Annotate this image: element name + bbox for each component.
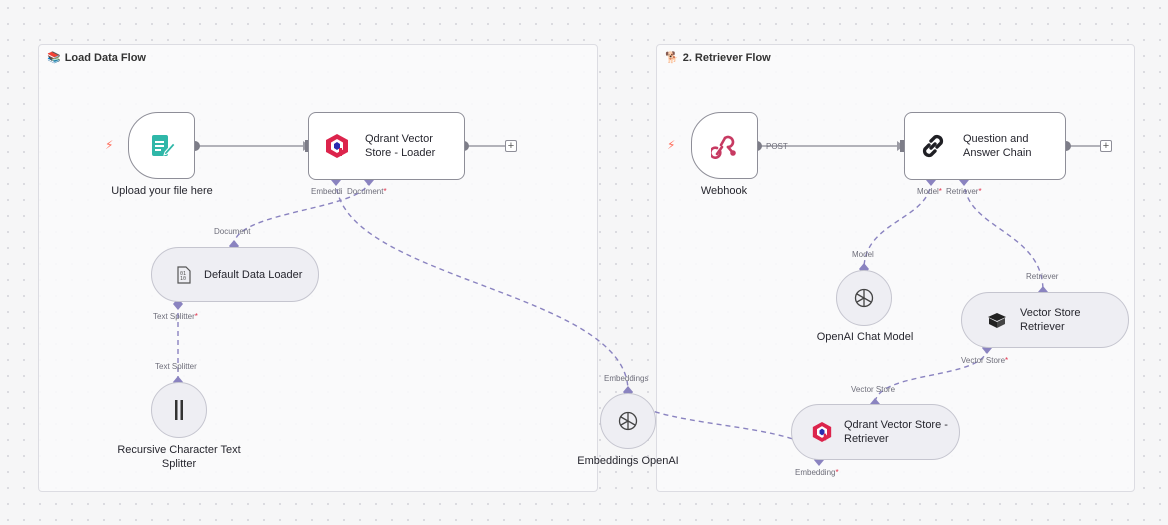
- port-label-embedding: Embeddi: [311, 187, 343, 196]
- group-title-text: 2. Retriever Flow: [682, 51, 771, 64]
- port-label-post: POST: [766, 142, 788, 151]
- box-icon: [986, 311, 1008, 329]
- group-title: 🐕 2. Retriever Flow: [665, 51, 771, 65]
- webhook-icon: [710, 133, 739, 159]
- port-label-embeddings-out: Embeddings: [604, 374, 649, 383]
- split-icon: [172, 399, 186, 421]
- add-node-button[interactable]: +: [1100, 140, 1112, 152]
- node-label: Qdrant Vector Store - Loader: [365, 133, 436, 159]
- port-label-model-in: Model: [852, 250, 874, 259]
- group-title: 📚 Load Data Flow: [47, 51, 146, 65]
- port-label-embedding-in: Embedding*: [795, 468, 839, 477]
- dog-icon: 🐕: [665, 52, 679, 64]
- text-splitter-node[interactable]: [151, 382, 207, 438]
- openai-chat-model-node[interactable]: [836, 270, 892, 326]
- node-label-upload: Upload your file here: [111, 185, 213, 197]
- node-label-chat-model: OpenAI Chat Model: [816, 331, 914, 343]
- port-label-retriever: Retriever*: [946, 187, 982, 196]
- binary-file-icon: 01 10: [176, 265, 192, 284]
- port-label-document: Document*: [347, 187, 387, 196]
- port-label-model: Model*: [917, 187, 942, 196]
- port-label-text-splitter-in: Text Splitter: [155, 362, 197, 371]
- add-node-button[interactable]: +: [505, 140, 517, 152]
- node-label: Qdrant Vector Store - Retriever: [844, 419, 948, 445]
- vector-store-retriever-node[interactable]: Vector Store Retriever: [961, 292, 1129, 348]
- trigger-bolt-icon: ⚡: [667, 138, 676, 152]
- port-label-text-splitter: Text Splitter*: [153, 312, 198, 321]
- node-label: Default Data Loader: [204, 268, 303, 281]
- openai-icon: [617, 410, 639, 432]
- question-answer-chain-node[interactable]: Question and Answer Chain: [904, 112, 1066, 180]
- form-icon: [149, 132, 175, 160]
- svg-text:10: 10: [180, 276, 186, 282]
- svg-text:01: 01: [180, 271, 186, 277]
- port-label-vector-store: Vector Store*: [961, 356, 1009, 365]
- node-label-splitter: Recursive Character Text Splitter: [117, 444, 241, 470]
- upload-form-trigger-node[interactable]: [128, 112, 195, 179]
- qdrant-icon: [812, 421, 832, 443]
- trigger-bolt-icon: ⚡: [105, 138, 114, 152]
- qdrant-icon: [325, 133, 349, 159]
- books-icon: 📚: [47, 52, 61, 64]
- node-label-embeddings: Embeddings OpenAI: [577, 455, 679, 467]
- embeddings-openai-node[interactable]: [600, 393, 656, 449]
- group-title-text: Load Data Flow: [64, 51, 146, 64]
- openai-icon: [853, 287, 875, 309]
- qdrant-vector-store-retriever-node[interactable]: Qdrant Vector Store - Retriever: [791, 404, 960, 460]
- default-data-loader-node[interactable]: 01 10 Default Data Loader: [151, 247, 319, 302]
- node-label: Vector Store Retriever: [1020, 307, 1081, 333]
- webhook-trigger-node[interactable]: [691, 112, 758, 179]
- port-label-document-in: Document: [214, 227, 251, 236]
- port-label-retriever-in: Retriever: [1026, 272, 1059, 281]
- node-label-webhook: Webhook: [700, 185, 748, 197]
- qdrant-vector-store-loader-node[interactable]: Qdrant Vector Store - Loader: [308, 112, 465, 180]
- chain-link-icon: [919, 132, 947, 160]
- node-label: Question and Answer Chain: [963, 133, 1032, 159]
- port-label-vector-store-in: Vector Store: [851, 385, 896, 394]
